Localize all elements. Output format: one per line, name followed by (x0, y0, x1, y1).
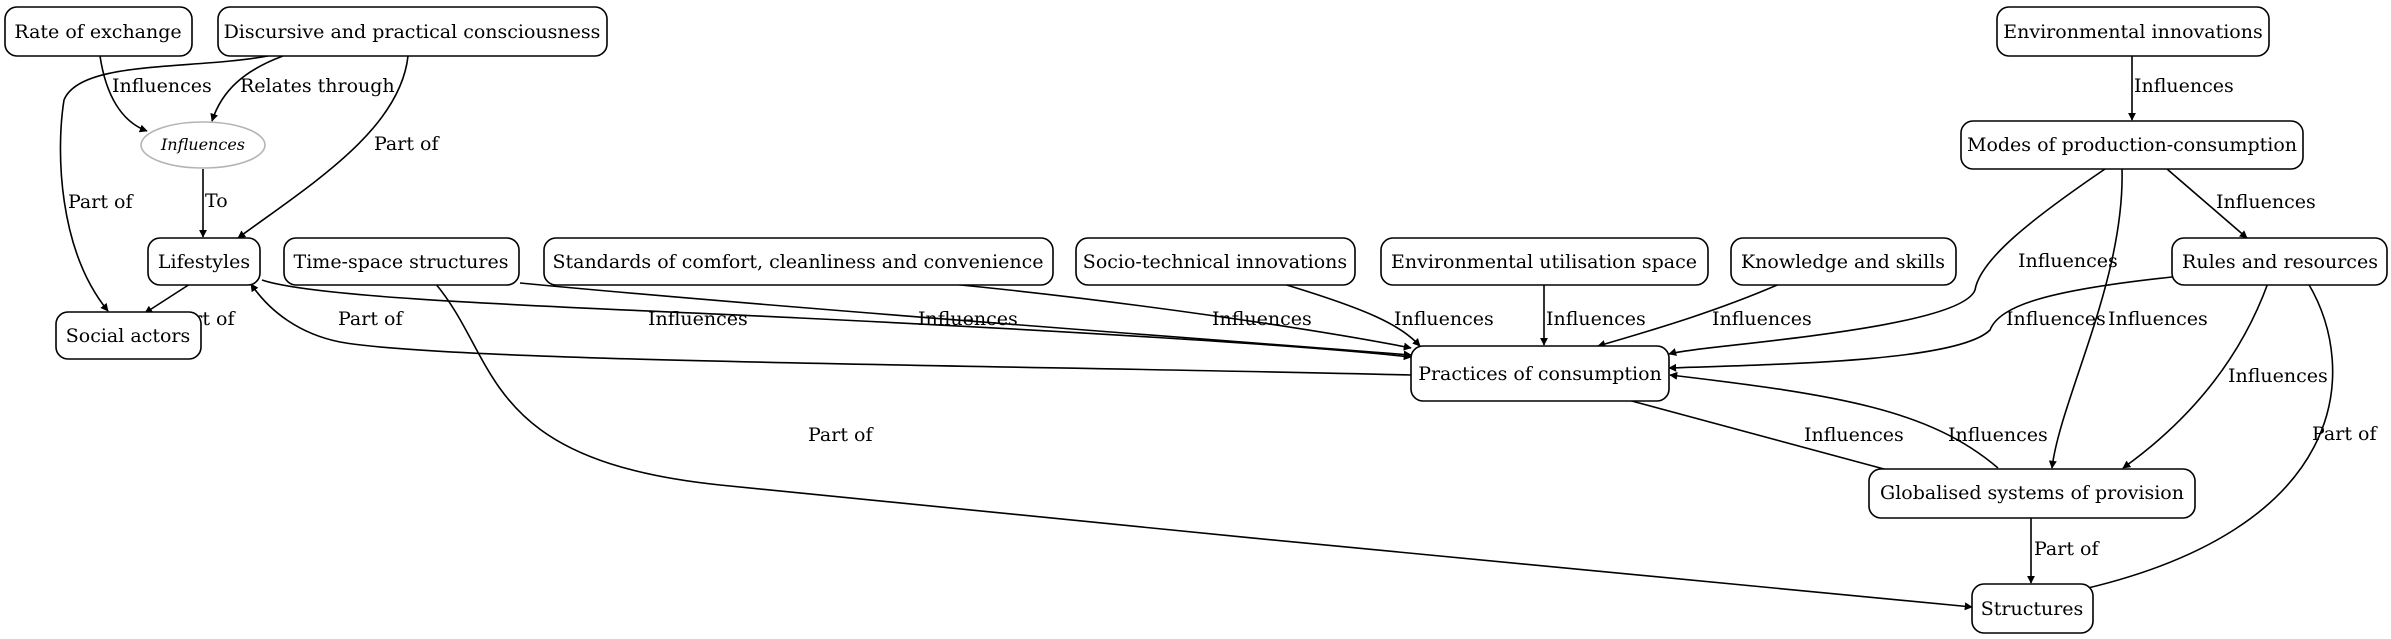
node-lifestyles[interactable]: Lifestyles (147, 237, 261, 286)
edge-discursive-to-hub: Relates through (210, 55, 395, 122)
edges: Influences Relates through Part of Part … (59, 55, 2378, 611)
edge-label: Influences (2108, 308, 2208, 330)
edge-socio-technical-to-practices: Influences (1279, 282, 1494, 347)
edge-discursive-to-lifestyles: Part of (237, 55, 440, 239)
node-label: Rate of exchange (14, 21, 181, 43)
node-label: Modes of production-consumption (1967, 134, 2297, 156)
edge-modes-to-globalised: Influences (2048, 168, 2208, 469)
edge-standards-to-practices: Influences (939, 282, 1412, 351)
node-time-space-structures[interactable]: Time-space structures (283, 237, 520, 286)
node-label: Socio-technical innovations (1083, 251, 1347, 273)
edge-time-space-to-practices: Influences (519, 282, 1412, 359)
edge-label: Part of (374, 133, 440, 155)
edge-label: Part of (808, 424, 874, 446)
edge-rules-to-globalised: Influences (2122, 282, 2328, 469)
edge-env-utilisation-to-practices: Influences (1540, 283, 1646, 346)
edge-label: Part of (68, 191, 134, 213)
node-social-actors[interactable]: Social actors (55, 311, 202, 360)
node-label: Environmental innovations (2003, 21, 2262, 43)
edge-label: Part of (2312, 423, 2378, 445)
edge-label: Relates through (240, 75, 395, 97)
node-modes-of-production-consumption[interactable]: Modes of production-consumption (1960, 120, 2304, 170)
edge-label: Influences (2228, 365, 2328, 387)
edge-env-innovations-to-modes: Influences (2128, 56, 2234, 121)
edge-label: Influences (112, 75, 212, 97)
edge-modes-to-rules: Influences (2166, 168, 2316, 239)
edge-lifestyles-to-practices: Influences (261, 279, 1412, 361)
edge-label: To (205, 190, 228, 212)
node-label: Time-space structures (294, 251, 509, 273)
edge-label: Influences (648, 308, 748, 330)
node-rate-of-exchange[interactable]: Rate of exchange (4, 6, 193, 57)
edge-label: Influences (2018, 250, 2118, 272)
edge-rules-to-practices: Influences (1668, 276, 2173, 372)
node-structures[interactable]: Structures (1971, 583, 2094, 634)
edge-label: Influences (2134, 75, 2234, 97)
edge-globalised-to-practices: Influences (1669, 371, 2048, 469)
node-environmental-utilisation-space[interactable]: Environmental utilisation space (1380, 237, 1709, 286)
edge-label: Influences (1712, 308, 1812, 330)
node-practices-of-consumption[interactable]: Practices of consumption (1410, 345, 1670, 402)
edge-label: Influences (918, 308, 1018, 330)
edge-rules-to-structures: Part of (2074, 282, 2378, 594)
edge-label: Part of (338, 308, 404, 330)
edge-label: Influences (1948, 424, 2048, 446)
node-label: Discursive and practical consciousness (224, 21, 601, 43)
edge-label: Part of (2034, 538, 2100, 560)
node-label: Knowledge and skills (1741, 251, 1945, 273)
edge-label: Influences (1804, 424, 1904, 446)
edge-time-space-to-structures: Part of (434, 282, 1973, 611)
edge-knowledge-to-practices: Influences (1597, 282, 1812, 348)
node-label: Globalised systems of provision (1880, 482, 2184, 504)
node-influences-hub[interactable]: Influences (140, 121, 266, 169)
node-label: Environmental utilisation space (1391, 251, 1697, 273)
node-label: Practices of consumption (1418, 363, 1662, 385)
edge-practices-to-lifestyles: Part of (250, 283, 1412, 376)
edge-label: Influences (2216, 191, 2316, 213)
node-label: Structures (1981, 598, 2084, 620)
edge-discursive-to-social-actors: Part of (59, 55, 269, 312)
edge-label: Influences (1546, 308, 1646, 330)
edge-label: Influences (1212, 308, 1312, 330)
node-label: Rules and resources (2182, 251, 2378, 273)
node-knowledge-and-skills[interactable]: Knowledge and skills (1730, 237, 1957, 286)
edge-label: Influences (2006, 308, 2106, 330)
edge-modes-to-practices: Influences (1668, 168, 2118, 356)
edge-rate-to-hub: Influences (99, 55, 212, 133)
edge-hub-to-lifestyles: To (199, 169, 228, 238)
node-label: Lifestyles (158, 251, 250, 273)
node-globalised-systems-of-provision[interactable]: Globalised systems of provision (1868, 468, 2196, 519)
node-label: Standards of comfort, cleanliness and co… (552, 251, 1043, 273)
node-standards-of-comfort[interactable]: Standards of comfort, cleanliness and co… (543, 237, 1054, 286)
edge-label: Influences (1394, 308, 1494, 330)
node-discursive-and-practical-consciousness[interactable]: Discursive and practical consciousness (217, 6, 608, 57)
node-socio-technical-innovations[interactable]: Socio-technical innovations (1075, 237, 1356, 286)
nodes: Rate of exchange Discursive and practica… (4, 6, 2388, 634)
node-environmental-innovations[interactable]: Environmental innovations (1996, 6, 2270, 57)
node-label: Social actors (66, 325, 191, 347)
node-rules-and-resources[interactable]: Rules and resources (2171, 237, 2388, 286)
node-label: Influences (160, 135, 245, 154)
edge-practices-to-globalised: Influences (1627, 399, 1911, 478)
edge-globalised-to-structures: Part of (2027, 517, 2100, 584)
